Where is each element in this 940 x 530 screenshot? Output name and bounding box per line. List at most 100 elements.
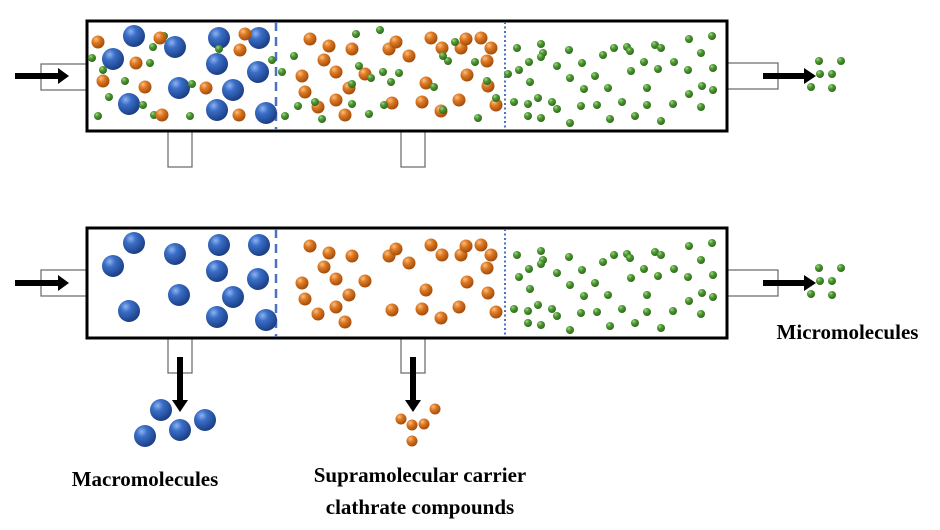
supramolecular-particle (129, 56, 143, 70)
supramolecular-particle (295, 276, 309, 290)
micromolecule-particle (627, 67, 635, 75)
micromolecule-particle (626, 47, 634, 55)
micromolecule-particle (99, 66, 107, 74)
column-body (85, 19, 729, 133)
micromolecule-particle (281, 112, 289, 120)
micromolecule-particle (708, 239, 716, 247)
supramolecular-particle (238, 27, 252, 41)
micromolecule-particle (816, 277, 824, 285)
macromolecule-particle (150, 399, 172, 421)
supramolecular-particle (233, 43, 247, 57)
micromolecule-output (807, 57, 845, 92)
micromolecule-particle (121, 77, 129, 85)
micromolecule-particle (525, 265, 533, 273)
supramolecular-particle (389, 242, 403, 256)
micromolecule-particle (294, 102, 302, 110)
micromolecule-particle (492, 94, 500, 102)
macromolecules-label: Macromolecules (71, 467, 219, 491)
supramolecular-particle (345, 42, 359, 56)
micromolecule-particle (593, 308, 601, 316)
micromolecule-particle (643, 84, 651, 92)
supramolecular-particle (295, 69, 309, 83)
micromolecule-particle (697, 49, 705, 57)
micromolecule-particle (577, 102, 585, 110)
supramolecular-particle (402, 49, 416, 63)
micromolecule-particle (524, 307, 532, 315)
micromolecule-particle (395, 69, 403, 77)
supramolecular-particle (419, 283, 433, 297)
supramolecular-particle (474, 238, 488, 252)
micromolecule-particle (534, 94, 542, 102)
supramolecular-particle (232, 108, 246, 122)
micromolecule-particle (565, 253, 573, 261)
micromolecule-particle (379, 68, 387, 76)
supramolecular-particle (303, 32, 317, 46)
macromolecule-particle (208, 234, 230, 256)
micromolecule-particle (311, 98, 319, 106)
micromolecule-particle (618, 305, 626, 313)
micromolecule-particle (513, 44, 521, 52)
supramolecular-particle (459, 32, 473, 46)
macromolecule-particle (206, 306, 228, 328)
micromolecule-particle (640, 58, 648, 66)
supramolecular-particle (489, 98, 503, 112)
micromolecule-particle (828, 277, 836, 285)
micromolecule-particle (643, 291, 651, 299)
macromolecule-particle (222, 286, 244, 308)
micromolecule-particle (593, 101, 601, 109)
micromolecule-particle (627, 274, 635, 282)
micromolecule-particle (188, 80, 196, 88)
supramolecular-particle (317, 260, 331, 274)
micromolecule-particle (139, 101, 147, 109)
micromolecule-particle (318, 115, 326, 123)
micromolecule-particle (697, 103, 705, 111)
supramolecular-particle (415, 95, 429, 109)
micromolecule-particle (444, 57, 452, 65)
micromolecule-particle (352, 30, 360, 38)
supramolecular-particle (385, 96, 399, 110)
supramolecular-label-line1: Supramolecular carrier (313, 463, 527, 487)
supramolecular-particle (96, 74, 110, 88)
micromolecule-particle (510, 98, 518, 106)
macromolecule-particle (208, 27, 230, 49)
micromolecule-particle (815, 264, 823, 272)
supramolecular-particle (460, 68, 474, 82)
micromolecule-particle (534, 301, 542, 309)
micromolecule-particle (697, 256, 705, 264)
supramolecular-particle (489, 305, 503, 319)
micromolecule-particle (365, 110, 373, 118)
micromolecule-particle (537, 321, 545, 329)
micromolecule-particle (670, 58, 678, 66)
micromolecule-particle (278, 68, 286, 76)
micromolecule-particle (355, 62, 363, 70)
micromolecule-particle (631, 319, 639, 327)
micromolecule-particle (828, 70, 836, 78)
micromolecule-particle (631, 112, 639, 120)
micromolecule-particle (566, 74, 574, 82)
macromolecule-particle (194, 409, 216, 431)
supramolecular-particle (317, 53, 331, 67)
supramolecular-particle (484, 248, 498, 262)
micromolecule-particle (524, 112, 532, 120)
micromolecule-particle (698, 289, 706, 297)
micromolecule-particle (643, 308, 651, 316)
micromolecule-particle (708, 32, 716, 40)
supramolecular-label-line2: clathrate compounds (325, 495, 515, 519)
supramolecular-particle (480, 261, 494, 275)
supramolecular-particle (424, 31, 438, 45)
micromolecule-particle (837, 57, 845, 65)
macromolecule-particle (222, 79, 244, 101)
macromolecule-particle (118, 300, 140, 322)
micromolecule-particle (537, 40, 545, 48)
micromolecule-particle (685, 297, 693, 305)
supramolecular-particle (199, 81, 213, 95)
micromolecule-particle (709, 86, 717, 94)
supramolecular-particle (460, 275, 474, 289)
micromolecule-particle (367, 74, 375, 82)
supramolecular-particle (138, 80, 152, 94)
macromolecule-particle (206, 99, 228, 121)
micromolecule-particle (548, 98, 556, 106)
micromolecule-particle (709, 293, 717, 301)
supramolecular-particle (322, 39, 336, 53)
micromolecule-particle (697, 310, 705, 318)
